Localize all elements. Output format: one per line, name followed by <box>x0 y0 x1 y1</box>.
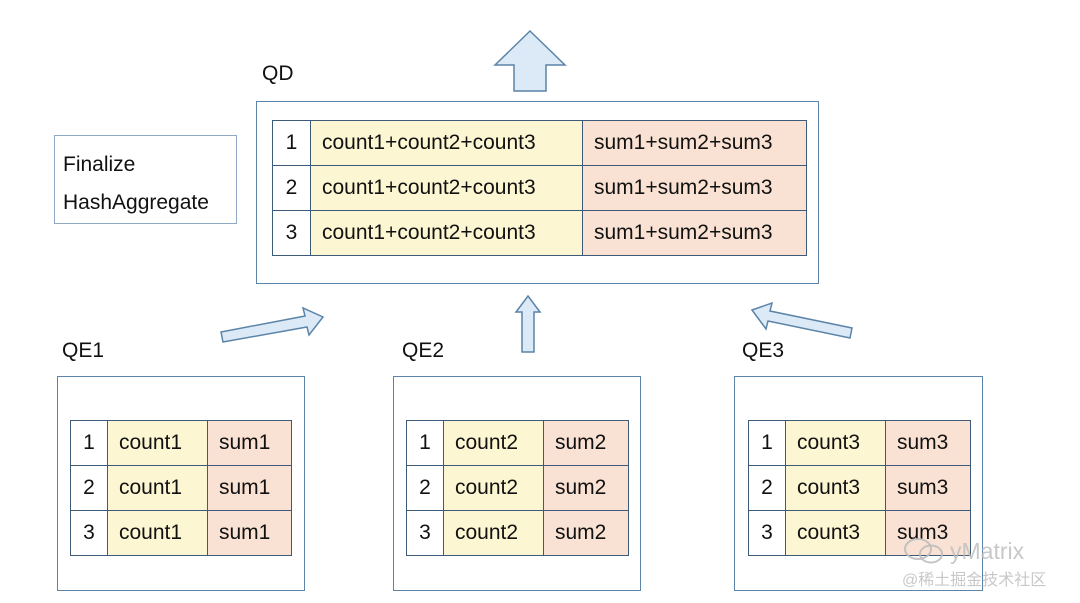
table-row: 1 count3 sum3 <box>748 420 971 466</box>
sum-cell: sum3 <box>885 465 971 511</box>
table-row: 2 count1 sum1 <box>70 465 292 511</box>
row-number: 3 <box>748 510 786 556</box>
count-cell: count1 <box>107 510 208 556</box>
finalize-label: Finalize <box>63 153 136 176</box>
sum-cell: sum1+sum2+sum3 <box>582 165 807 211</box>
table-row: 1 count2 sum2 <box>406 420 629 466</box>
qd-title: QD <box>262 62 294 85</box>
row-number: 2 <box>272 165 311 211</box>
hashaggregate-label: HashAggregate <box>63 191 209 214</box>
sum-cell: sum2 <box>543 420 629 466</box>
count-cell: count1+count2+count3 <box>310 210 583 256</box>
sum-cell: sum3 <box>885 510 971 556</box>
watermark-brand: yMatrix <box>950 538 1025 564</box>
count-cell: count3 <box>785 510 886 556</box>
table-row: 3 count2 sum2 <box>406 510 629 556</box>
count-cell: count1+count2+count3 <box>310 165 583 211</box>
count-cell: count1 <box>107 465 208 511</box>
table-row: 1 count1 sum1 <box>70 420 292 466</box>
table-row: 1 count1+count2+count3 sum1+sum2+sum3 <box>272 120 807 166</box>
finalize-hashaggregate-box: Finalize HashAggregate <box>54 135 237 224</box>
qe2-title: QE2 <box>402 339 445 362</box>
sum-cell: sum2 <box>543 510 629 556</box>
sum-cell: sum1+sum2+sum3 <box>582 210 807 256</box>
qe1-table: 1 count1 sum1 2 count1 sum1 3 count1 sum… <box>70 420 292 556</box>
table-row: 3 count1 sum1 <box>70 510 292 556</box>
sum-cell: sum3 <box>885 420 971 466</box>
qe3-to-qd-arrow-icon <box>750 301 853 339</box>
qe2-table: 1 count2 sum2 2 count2 sum2 3 count2 sum… <box>406 420 629 556</box>
sum-cell: sum2 <box>543 465 629 511</box>
table-row: 2 count1+count2+count3 sum1+sum2+sum3 <box>272 165 807 211</box>
row-number: 2 <box>70 465 108 511</box>
qe1-title: QE1 <box>62 339 105 362</box>
sum-cell: sum1 <box>207 420 292 466</box>
table-row: 2 count2 sum2 <box>406 465 629 511</box>
qd-table: 1 count1+count2+count3 sum1+sum2+sum3 2 … <box>272 120 807 256</box>
row-number: 3 <box>272 210 311 256</box>
table-row: 3 count1+count2+count3 sum1+sum2+sum3 <box>272 210 807 256</box>
qe3-title: QE3 <box>742 339 785 362</box>
wechat-icon <box>904 538 943 564</box>
output-arrow-icon <box>493 29 567 92</box>
row-number: 1 <box>748 420 786 466</box>
sum-cell: sum1 <box>207 510 292 556</box>
row-number: 3 <box>70 510 108 556</box>
watermark-community: @稀土掘金技术社区 <box>902 572 1047 589</box>
qe3-table: 1 count3 sum3 2 count3 sum3 3 count3 sum… <box>748 420 971 556</box>
count-cell: count3 <box>785 420 886 466</box>
sum-cell: sum1+sum2+sum3 <box>582 120 807 166</box>
row-number: 2 <box>406 465 444 511</box>
table-row: 3 count3 sum3 <box>748 510 971 556</box>
count-cell: count2 <box>443 420 544 466</box>
count-cell: count2 <box>443 510 544 556</box>
row-number: 3 <box>406 510 444 556</box>
count-cell: count1 <box>107 420 208 466</box>
count-cell: count1+count2+count3 <box>310 120 583 166</box>
count-cell: count2 <box>443 465 544 511</box>
row-number: 1 <box>70 420 108 466</box>
row-number: 1 <box>406 420 444 466</box>
table-row: 2 count3 sum3 <box>748 465 971 511</box>
sum-cell: sum1 <box>207 465 292 511</box>
row-number: 1 <box>272 120 311 166</box>
qe2-to-qd-arrow-icon <box>514 294 542 353</box>
count-cell: count3 <box>785 465 886 511</box>
row-number: 2 <box>748 465 786 511</box>
qe1-to-qd-arrow-icon <box>220 306 325 343</box>
